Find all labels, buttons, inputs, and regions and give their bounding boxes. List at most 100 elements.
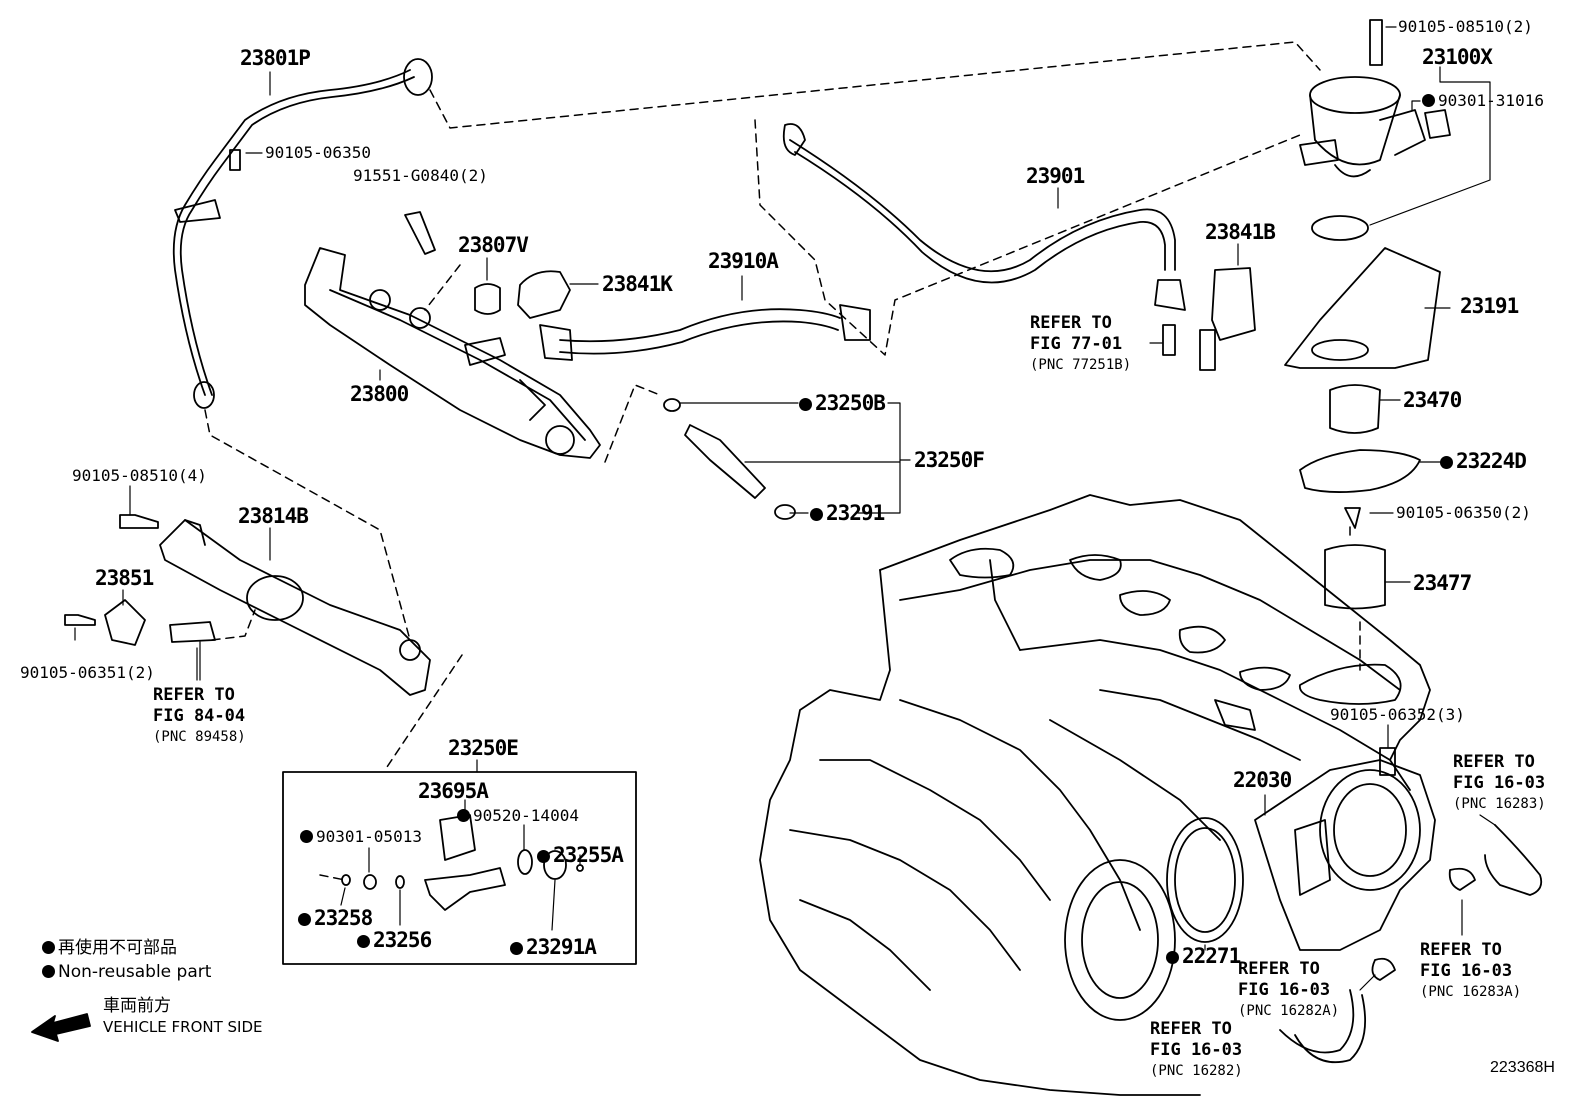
part-label-22030: 22030 [1233, 768, 1292, 792]
refer-to-16282A: REFER TO FIG 16-03 (PNC 16282A) [1238, 959, 1339, 1022]
hose-16282A [1371, 957, 1396, 981]
part-label-23256: 23256 [357, 928, 432, 952]
hose-23910A [539, 304, 871, 361]
part-number-text: 23255A [553, 843, 624, 867]
part-label-23191: 23191 [1460, 294, 1519, 318]
part-label-23291A: 23291A [510, 935, 597, 959]
nonreusable-dot-icon [298, 913, 311, 926]
fuel-rail-23800 [304, 247, 601, 459]
part-label-23291: 23291 [810, 501, 885, 525]
part-number-text: 23291A [526, 935, 597, 959]
box-23250E [282, 771, 637, 965]
legend-text: 再使用不可部品 [58, 938, 177, 958]
refer-to-16283A: REFER TO FIG 16-03 (PNC 16283A) [1420, 940, 1521, 1003]
gasket-23224D [1299, 449, 1421, 493]
nonreusable-dot-icon [1422, 94, 1435, 107]
part-label-23250B: 23250B [799, 391, 886, 415]
nonreusable-dot-icon [537, 850, 550, 863]
part-number-text: 23291 [826, 501, 885, 525]
sensor-89458 [169, 621, 216, 643]
leader-lines [74, 26, 1496, 991]
refer-pnc: (PNC 77251B) [1030, 357, 1132, 373]
refer-pnc: (PNC 16282) [1150, 1063, 1243, 1079]
pipe-23801P [172, 58, 433, 409]
part-label-23801P: 23801P [240, 46, 311, 70]
part-number-text: 90301-05013 [316, 827, 422, 846]
nonreusable-dot-icon [457, 809, 470, 822]
nonreusable-dot-icon [810, 508, 823, 521]
part-label-23841K: 23841K [602, 272, 673, 296]
legend-nonreusable-jp: 再使用不可部品 [42, 940, 177, 957]
hose-23901 [782, 123, 1186, 311]
refer-line: REFER TO [153, 685, 235, 705]
refer-fig: FIG 84-04 [153, 706, 246, 726]
part-label-91551-G0840: 91551-G0840(2) [353, 166, 488, 185]
bracket-23191-hole [1311, 339, 1369, 361]
front-arrow-icon [31, 1013, 91, 1042]
diagram-code: 223368H [1490, 1059, 1555, 1076]
part-label-90301-05013: 90301-05013 [300, 829, 422, 845]
part-label-90520-14004: 90520-14004 [457, 808, 579, 824]
hose-16283 [1484, 824, 1543, 896]
hose-16283A [1448, 867, 1476, 891]
refer-fig: FIG 16-03 [1150, 1040, 1243, 1060]
nonreusable-dot-icon [1440, 456, 1453, 469]
refer-pnc: (PNC 89458) [153, 729, 246, 745]
part-number-text: 23256 [373, 928, 432, 952]
refer-fig: FIG 16-03 [1238, 980, 1331, 1000]
refer-line: REFER TO [1150, 1019, 1232, 1039]
nonreusable-dot-icon [510, 942, 523, 955]
sensor-23851 [104, 599, 146, 646]
clamp-23841K [517, 270, 571, 319]
refer-to-77-01: REFER TO FIG 77-01 (PNC 77251B) [1030, 313, 1131, 376]
part-label-90301-31016: 90301-31016 [1422, 93, 1544, 109]
nonreusable-dot-icon [1166, 951, 1179, 964]
part-label-23695A: 23695A [418, 779, 489, 803]
part-label-23901: 23901 [1026, 164, 1085, 188]
lifter-23470 [1329, 384, 1381, 434]
part-number-text: 90301-31016 [1438, 91, 1544, 110]
part-label-23807V: 23807V [458, 233, 529, 257]
spacer-23807V [474, 283, 501, 315]
part-label-90105-06350: 90105-06350 [265, 143, 371, 162]
engine-block-illustration [759, 494, 1431, 1096]
part-number-text: 22271 [1182, 944, 1241, 968]
part-label-90105-08510-2: 90105-08510(2) [1398, 17, 1533, 36]
refer-fig: FIG 16-03 [1453, 773, 1546, 793]
refer-line: REFER TO [1238, 959, 1320, 979]
part-number-text: 23224D [1456, 449, 1527, 473]
legend-text: Non-reusable part [58, 962, 212, 982]
refer-fig: FIG 77-01 [1030, 334, 1123, 354]
dashed-leaders [204, 41, 1361, 881]
fuel-pump-23100X [1299, 76, 1451, 178]
nonreusable-dot-icon [357, 935, 370, 948]
part-label-23250E: 23250E [448, 736, 519, 760]
nonreusable-dot-icon [42, 941, 55, 954]
part-label-23250F: 23250F [914, 448, 985, 472]
housing-23477 [1324, 544, 1386, 610]
part-label-23100X: 23100X [1422, 45, 1493, 69]
refer-pnc: (PNC 16283A) [1420, 984, 1522, 1000]
part-label-90105-06352: 90105-06352(3) [1330, 705, 1465, 724]
gasket-22271 [1166, 817, 1244, 943]
refer-fig: FIG 16-03 [1420, 961, 1513, 981]
injector-23250F [663, 398, 796, 520]
refer-line: REFER TO [1030, 313, 1112, 333]
refer-line: REFER TO [1453, 752, 1535, 772]
part-number-text: 90520-14004 [473, 806, 579, 825]
part-label-23224D: 23224D [1440, 449, 1527, 473]
part-label-23814B: 23814B [238, 504, 309, 528]
refer-pnc: (PNC 16283) [1453, 796, 1546, 812]
part-label-23841B: 23841B [1205, 220, 1276, 244]
bracket-23191 [1284, 247, 1441, 369]
legend-front-en: VEHICLE FRONT SIDE [103, 1018, 263, 1036]
hose-16282 [1279, 989, 1355, 1054]
fuel-rail-23814B [159, 519, 431, 696]
refer-to-84-04: REFER TO FIG 84-04 (PNC 89458) [153, 685, 246, 748]
part-number-text: 23250B [815, 391, 886, 415]
nonreusable-dot-icon [42, 965, 55, 978]
part-label-23258: 23258 [298, 908, 373, 929]
clamp-23841B-tab [1199, 329, 1216, 371]
